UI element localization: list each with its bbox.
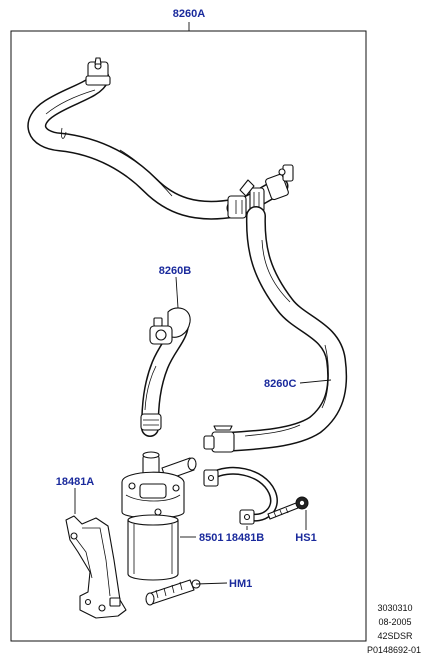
callout-18481A[interactable]: 18481A <box>56 476 95 488</box>
model-code: 42SDSR <box>377 631 413 641</box>
bolt-HS1 <box>267 496 309 520</box>
hose-8260B <box>140 307 191 437</box>
ref-number: 3030310 <box>377 603 412 613</box>
callout-8260C[interactable]: 8260C <box>264 378 296 390</box>
assembly-frame <box>10 30 367 642</box>
ref-date: 08-2005 <box>378 617 411 627</box>
leader-8260C <box>299 379 332 384</box>
callout-18481B[interactable]: 18481B <box>226 532 265 544</box>
callout-HS1[interactable]: HS1 <box>295 532 316 544</box>
illustration-id: P0148692-01 <box>367 645 421 655</box>
callout-8501[interactable]: 8501 <box>199 532 223 544</box>
clamp-18481B <box>203 466 278 525</box>
hose-8260A <box>27 57 245 220</box>
pump-8501 <box>121 451 197 581</box>
anchor-HM1 <box>145 579 201 606</box>
callout-8260B[interactable]: 8260B <box>159 265 191 277</box>
leader-8260B <box>175 276 179 309</box>
bracket-18481A <box>65 515 127 619</box>
hose-8260C <box>203 206 348 453</box>
callout-8260A[interactable]: 8260A <box>173 8 205 20</box>
callout-HM1[interactable]: HM1 <box>229 578 252 590</box>
leader-HM1 <box>195 582 228 585</box>
t-junction <box>226 164 294 219</box>
